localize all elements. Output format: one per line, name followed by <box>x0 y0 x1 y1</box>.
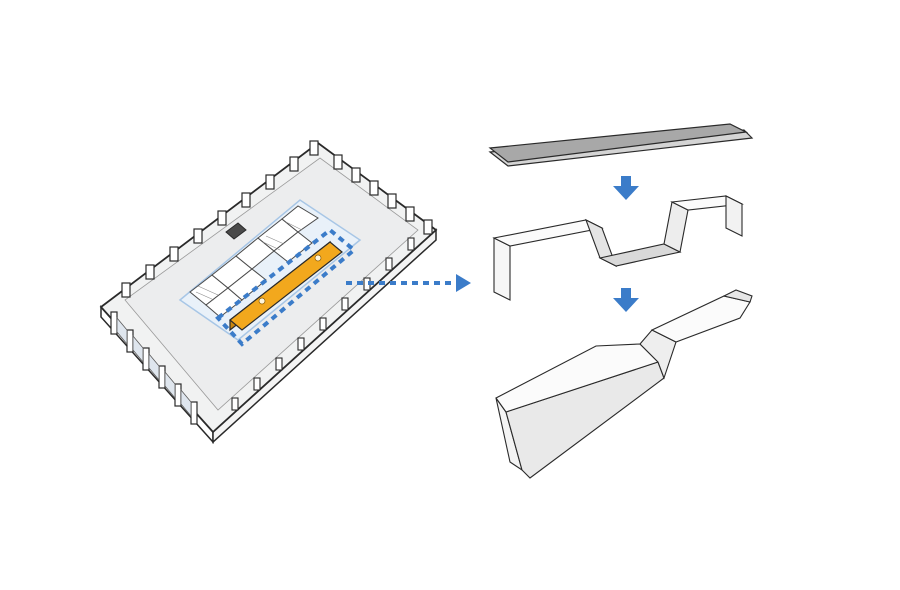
glass-panel <box>180 388 192 418</box>
fin <box>387 193 397 209</box>
corridor-light <box>258 297 266 305</box>
twisted-ribbon <box>495 289 753 479</box>
ribbon-left-top <box>492 219 604 247</box>
hatch-line <box>195 291 215 301</box>
core-walls <box>189 205 319 318</box>
fin <box>407 237 415 251</box>
mullion <box>110 311 118 335</box>
glass-panel <box>148 352 160 382</box>
ribbon-valley <box>598 243 682 267</box>
glass-panel <box>164 370 176 400</box>
glass-panel <box>132 334 144 364</box>
arrow-down-head <box>613 186 639 200</box>
arrow-down-head <box>613 298 639 312</box>
corridor-light <box>314 254 322 262</box>
mullion <box>158 365 166 389</box>
elevator-shaft <box>225 222 247 240</box>
fin <box>145 264 155 280</box>
fin <box>351 167 361 183</box>
hatch-line <box>197 285 219 296</box>
fin <box>253 377 261 391</box>
room <box>281 205 319 233</box>
core-hatching <box>195 221 303 301</box>
ribbon-right-leg <box>725 195 743 237</box>
hatch-line <box>265 235 285 245</box>
fin <box>423 219 433 235</box>
dotted-arrow-right-icon <box>346 274 471 292</box>
isometric-floor-plan-icon <box>99 140 438 444</box>
glass-panel <box>116 316 128 346</box>
dotted-arrow-head <box>456 274 471 292</box>
fin <box>231 397 239 411</box>
fin <box>193 228 203 244</box>
fin <box>405 206 415 222</box>
arrow-down-icon <box>613 288 639 312</box>
lower-right-fins <box>231 237 415 411</box>
ribbon-left-leg <box>493 237 511 301</box>
room <box>227 268 267 301</box>
selection-outline <box>215 227 358 347</box>
fin <box>369 180 379 196</box>
fin <box>121 282 131 298</box>
right-facade-fins <box>333 154 433 235</box>
fin <box>297 337 305 351</box>
mullion <box>174 383 182 407</box>
fin <box>265 174 275 190</box>
fin <box>217 210 227 226</box>
ribbon-rise <box>663 201 689 253</box>
fin <box>385 257 393 271</box>
fin <box>275 357 283 371</box>
twisted-right-arm <box>650 295 751 343</box>
fin <box>169 246 179 262</box>
folded-ribbon <box>492 195 744 301</box>
flat-plank <box>488 123 754 167</box>
mullion <box>190 401 198 425</box>
twisted-middle <box>639 329 677 380</box>
fin <box>241 192 251 208</box>
arrow-down-icon <box>613 176 639 200</box>
twisted-right-tip <box>722 289 753 303</box>
back-facade-fins <box>121 140 319 298</box>
mullion <box>142 347 150 371</box>
highlighted-corridor <box>229 240 343 332</box>
fin <box>309 140 319 156</box>
hatch-line <box>285 221 303 231</box>
fin <box>333 154 343 170</box>
fin <box>319 317 327 331</box>
room <box>273 231 313 263</box>
arrow-down-shaft <box>621 176 631 187</box>
mullion <box>126 329 134 353</box>
hatch-line <box>262 241 281 251</box>
plank-top <box>488 123 749 163</box>
front-facade-glass <box>116 316 192 418</box>
fin <box>289 156 299 172</box>
fin <box>341 297 349 311</box>
corridor-top <box>229 241 343 331</box>
arrow-down-shaft <box>621 288 631 299</box>
